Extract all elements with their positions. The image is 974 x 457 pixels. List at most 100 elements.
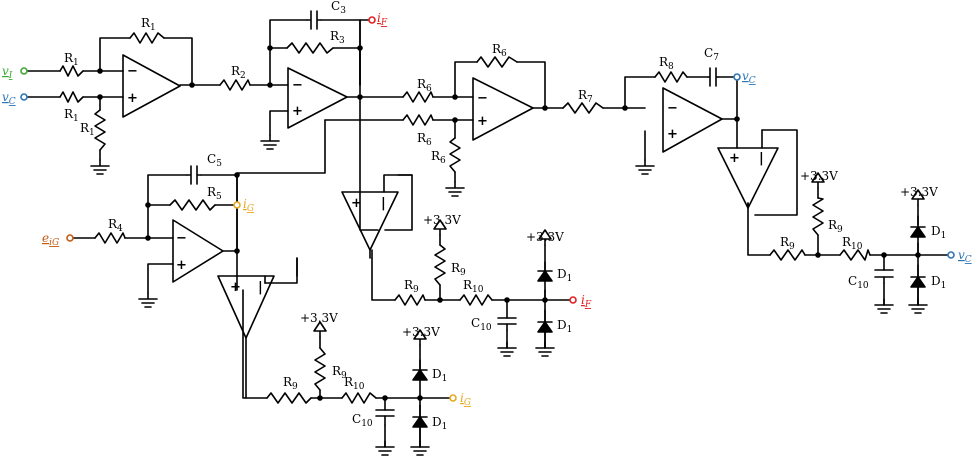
wires bbox=[26, 19, 949, 448]
svg-text:+3.3V: +3.3V bbox=[402, 325, 440, 339]
resistor-r6-ground bbox=[449, 137, 461, 173]
svg-text:R4: R4 bbox=[108, 217, 123, 234]
svg-text:D1: D1 bbox=[557, 267, 572, 284]
svg-text:−: − bbox=[176, 231, 187, 246]
terminal-ig-mid bbox=[233, 201, 241, 209]
op-amp-signs: − + − + − + − + − + + | + | + | bbox=[127, 64, 764, 295]
isolation-amp-3 bbox=[717, 147, 779, 209]
supplies bbox=[313, 172, 925, 346]
svg-text:C7: C7 bbox=[704, 46, 719, 63]
svg-text:R9: R9 bbox=[404, 278, 419, 295]
op-amps bbox=[122, 54, 779, 399]
isolation-amp-2 bbox=[341, 191, 399, 251]
svg-text:C10: C10 bbox=[471, 316, 492, 333]
svg-text:R6: R6 bbox=[431, 149, 446, 166]
svg-text:R1: R1 bbox=[141, 16, 156, 33]
signal-eig: eiG bbox=[42, 231, 59, 248]
op-amp-3 bbox=[472, 77, 534, 141]
resistor-r4 bbox=[94, 232, 126, 244]
resistor-r9-b-pull bbox=[434, 244, 446, 286]
resistor-r1-bottom bbox=[59, 91, 84, 103]
terminal-vc-mid bbox=[733, 73, 741, 81]
resistor-r7 bbox=[562, 102, 604, 114]
svg-text:R9: R9 bbox=[451, 261, 466, 278]
ground-symbol bbox=[90, 159, 110, 175]
capacitor-c5 bbox=[186, 165, 202, 185]
ground-symbol bbox=[635, 159, 655, 175]
svg-text:+: + bbox=[230, 280, 241, 295]
svg-text:R8: R8 bbox=[659, 55, 674, 72]
svg-text:+3.3V: +3.3V bbox=[900, 185, 938, 199]
resistor-r6-top bbox=[402, 91, 434, 103]
ground-symbol bbox=[410, 440, 430, 456]
svg-text:+: + bbox=[351, 196, 362, 211]
svg-text:+3.3V: +3.3V bbox=[423, 213, 461, 227]
svg-text:R1: R1 bbox=[80, 121, 95, 138]
svg-text:R9: R9 bbox=[283, 375, 298, 392]
capacitor-c10-a bbox=[375, 409, 395, 417]
terminal-eig bbox=[66, 234, 74, 242]
svg-text:+: + bbox=[667, 127, 678, 142]
capacitor-c3 bbox=[306, 10, 322, 30]
svg-text:R3: R3 bbox=[330, 29, 345, 46]
ground-symbol bbox=[138, 292, 158, 308]
svg-text:−: − bbox=[127, 64, 138, 79]
signal-labels: vI vC iF vC eiG iG iG iF vC bbox=[2, 11, 972, 408]
svg-text:C3: C3 bbox=[331, 0, 346, 16]
svg-text:+: + bbox=[729, 151, 740, 166]
signal-vc: vC bbox=[958, 248, 972, 265]
resistor-r1-ground bbox=[94, 109, 106, 151]
op-amp-1 bbox=[122, 54, 181, 118]
svg-text:R1: R1 bbox=[64, 107, 79, 124]
op-amp-2 bbox=[287, 67, 348, 129]
svg-text:R10: R10 bbox=[842, 235, 863, 252]
capacitor-c10-c bbox=[874, 269, 894, 278]
svg-text:+: + bbox=[127, 91, 138, 106]
op-amp-5 bbox=[172, 219, 224, 283]
signal-if: iF bbox=[581, 293, 592, 310]
svg-text:+: + bbox=[292, 104, 303, 119]
svg-text:R6: R6 bbox=[417, 77, 432, 94]
signal-vi: vI bbox=[2, 64, 13, 81]
svg-text:+3.3V: +3.3V bbox=[800, 169, 838, 183]
svg-text:R9: R9 bbox=[780, 235, 795, 252]
svg-text:−: − bbox=[667, 101, 678, 116]
svg-text:D1: D1 bbox=[931, 224, 946, 241]
svg-text:C10: C10 bbox=[848, 274, 869, 291]
resistor-r9-c-pull bbox=[812, 197, 824, 236]
svg-text:D1: D1 bbox=[432, 415, 447, 432]
svg-text:|: | bbox=[759, 151, 764, 166]
diodes bbox=[412, 215, 926, 448]
svg-text:R9: R9 bbox=[332, 364, 347, 381]
resistor-r5 bbox=[169, 199, 216, 211]
grounds bbox=[90, 134, 928, 456]
svg-text:D1: D1 bbox=[931, 274, 946, 291]
diode-d1-a-bottom bbox=[412, 416, 428, 428]
terminal-vc-in bbox=[20, 93, 28, 101]
resistor-r3 bbox=[286, 42, 334, 54]
svg-text:R5: R5 bbox=[207, 185, 222, 202]
diode-d1-c-top bbox=[910, 226, 926, 238]
component-labels: R1 R1 R1 R1 R2 C3 R3 R6 R6 R6 R6 R7 R8 C… bbox=[64, 0, 946, 432]
svg-text:−: − bbox=[477, 91, 488, 106]
terminal-if-out bbox=[569, 296, 577, 304]
svg-text:R2: R2 bbox=[231, 64, 246, 81]
terminals bbox=[20, 16, 955, 402]
svg-text:R9: R9 bbox=[828, 218, 843, 235]
resistor-r10-b bbox=[459, 294, 493, 306]
op-amp-4 bbox=[662, 87, 723, 153]
svg-text:R1: R1 bbox=[64, 51, 79, 68]
resistor-r1-top bbox=[59, 65, 84, 77]
ground-symbol bbox=[497, 341, 517, 357]
svg-text:R6: R6 bbox=[417, 131, 432, 148]
diode-d1-b-top bbox=[537, 270, 553, 282]
svg-text:C10: C10 bbox=[352, 412, 373, 429]
capacitor-c10-b bbox=[497, 317, 517, 325]
terminal-vc-out bbox=[947, 251, 955, 259]
ground-symbol bbox=[908, 298, 928, 314]
svg-text:+3.3V: +3.3V bbox=[526, 230, 564, 244]
resistor-r10-a bbox=[341, 392, 377, 404]
diode-d1-a-top bbox=[412, 369, 428, 381]
resistor-r9-c bbox=[769, 249, 806, 261]
